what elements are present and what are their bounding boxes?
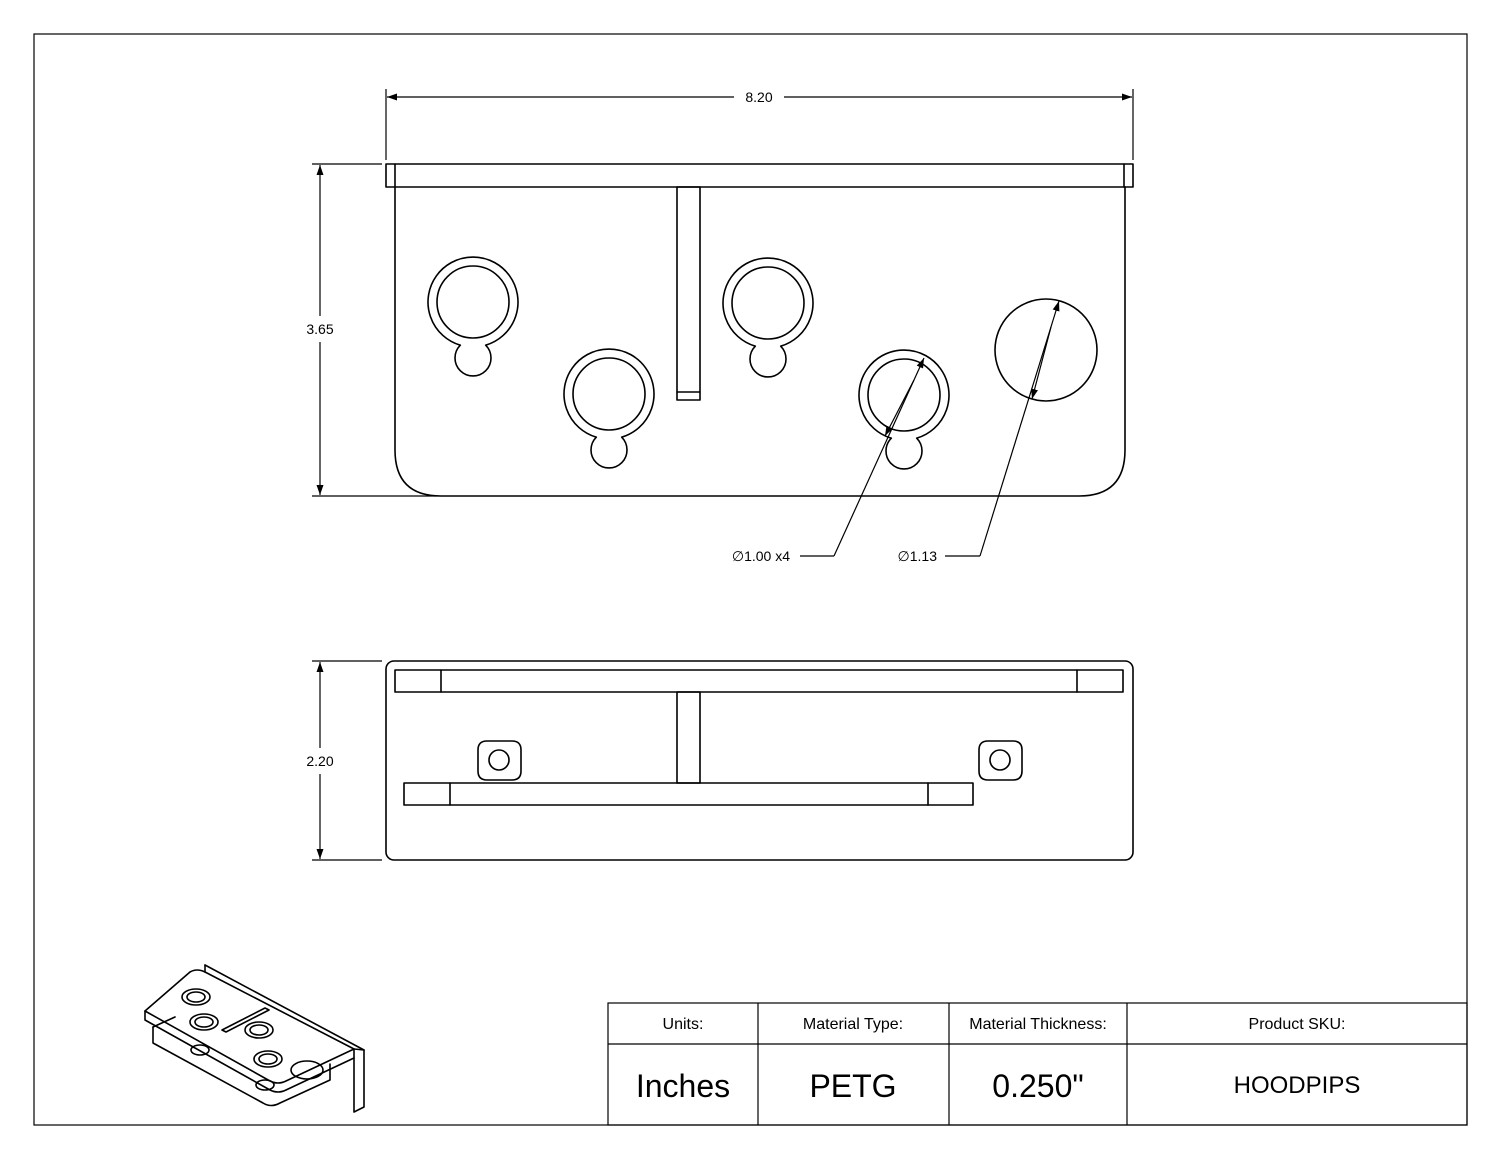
leader-large-hole: ∅1.13 (898, 300, 1060, 564)
sheet-border (33, 33, 1468, 1126)
top-view-lip (385, 163, 1134, 188)
keyhole-boss-3 (722, 257, 814, 378)
bottom-view-outline (385, 660, 1134, 861)
leader-small-hole: ∅1.00 x4 (732, 357, 925, 564)
bottom-view-top-bar (394, 669, 1124, 693)
dim-top-width-text: 8.20 (745, 89, 772, 105)
top-view-center-slot (676, 186, 701, 401)
bottom-view-nub-right (978, 740, 1023, 781)
dim-bottom-height: 2.20 (306, 660, 382, 861)
material-type-value: PETG (809, 1068, 896, 1104)
large-hole (994, 298, 1098, 402)
bottom-view-nub-left (477, 740, 522, 781)
units-value: Inches (636, 1068, 730, 1104)
units-label: Units: (663, 1016, 704, 1033)
keyhole-boss-1 (427, 256, 519, 377)
isometric-view (144, 964, 365, 1113)
bottom-view (385, 660, 1134, 861)
dim-top-height: 3.65 (306, 163, 436, 497)
material-thickness-label: Material Thickness: (969, 1016, 1107, 1033)
material-type-label: Material Type: (803, 1016, 903, 1033)
bottom-view-lower-bar (403, 782, 974, 806)
small-hole-label: ∅1.00 x4 (732, 548, 790, 564)
title-block: Units: Inches Material Type: PETG Materi… (607, 1002, 1468, 1126)
dim-bottom-height-text: 2.20 (306, 753, 333, 769)
bottom-view-web (676, 691, 701, 784)
keyhole-boss-2 (563, 348, 655, 469)
material-thickness-value: 0.250" (992, 1068, 1083, 1104)
keyhole-boss-4 (858, 349, 950, 470)
top-view (385, 163, 1134, 497)
top-view-body (394, 186, 1126, 497)
large-hole-label: ∅1.13 (898, 548, 938, 564)
product-sku-label: Product SKU: (1249, 1016, 1346, 1033)
dim-top-height-text: 3.65 (306, 321, 333, 337)
dim-top-width: 8.20 (385, 89, 1134, 160)
product-sku-value: HOODPIPS (1234, 1072, 1361, 1099)
